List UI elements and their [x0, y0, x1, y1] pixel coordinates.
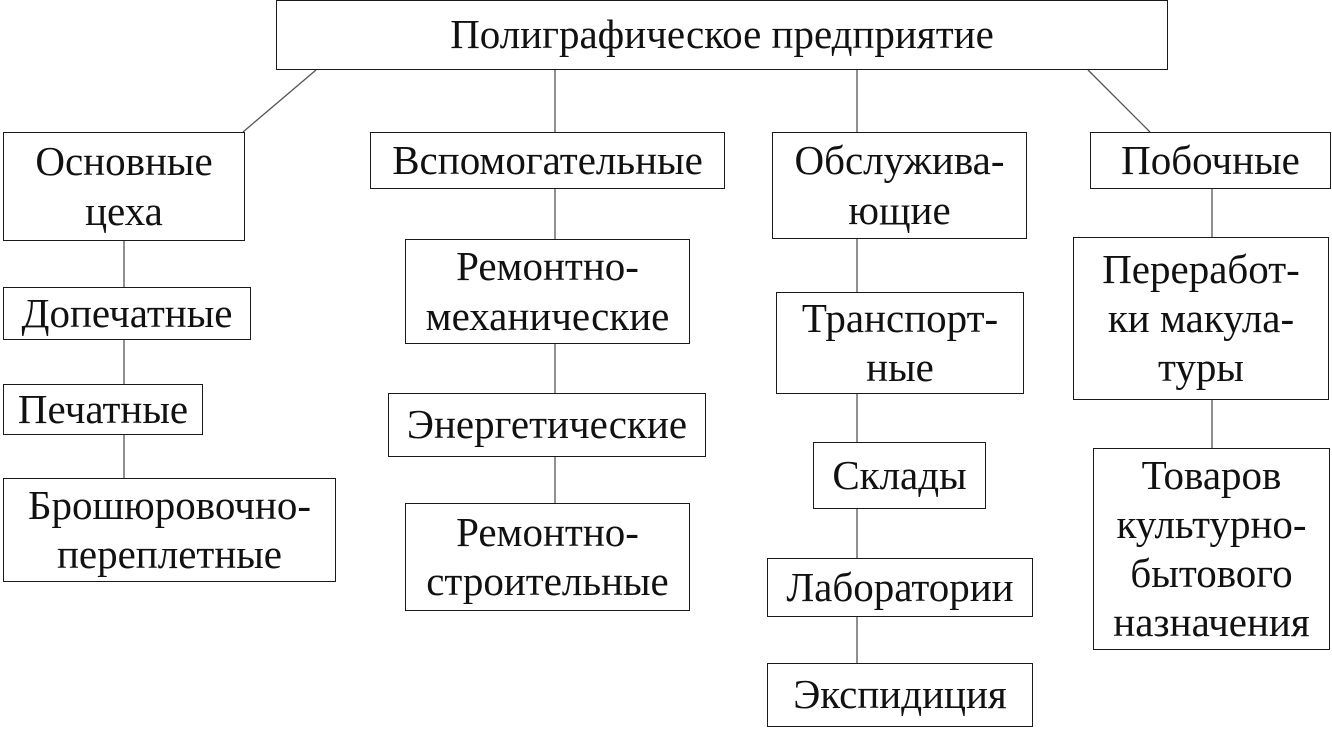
col1-item-1-label: Допечатные	[21, 289, 233, 336]
col4-header: Побочные	[1090, 132, 1331, 189]
col3-item-1-label: Транспорт- ные	[801, 294, 999, 390]
col4-header-label: Побочные	[1121, 136, 1300, 183]
col1-item-2: Печатные	[3, 384, 203, 435]
col3-header-label: Обслужива- ющие	[794, 137, 1005, 233]
col1-header: Основные цеха	[3, 132, 245, 241]
col4-item-2: Товаров культурно- бытового назначения	[1093, 448, 1330, 650]
col2-item-2: Энергетические	[388, 393, 706, 457]
col1-item-3-label: Брошюровочно- переплетные	[28, 481, 311, 577]
col1-item-1: Допечатные	[3, 287, 251, 340]
col2-item-1-label: Ремонтно- механические	[425, 243, 670, 339]
col1-item-2-label: Печатные	[17, 385, 189, 432]
col3-item-2: Склады	[813, 442, 986, 509]
col3-item-3: Лаборатории	[767, 558, 1033, 617]
col3-item-3-label: Лаборатории	[786, 563, 1014, 610]
col1-header-label: Основные цеха	[35, 138, 213, 234]
col4-item-2-label: Товаров культурно- бытового назначения	[1113, 451, 1310, 646]
col3-item-4-label: Экспидиция	[793, 671, 1007, 718]
col2-item-3: Ремонтно- строительные	[405, 503, 690, 611]
col4-item-1: Переработ- ки макула- туры	[1073, 237, 1329, 400]
col1-item-3: Брошюровочно- переплетные	[3, 478, 336, 582]
col2-header-label: Вспомогательные	[392, 136, 703, 183]
connector-root-col4	[1087, 69, 1151, 133]
col2-item-1: Ремонтно- механические	[405, 239, 690, 344]
col3-header: Обслужива- ющие	[772, 132, 1027, 239]
connector-root-col1	[242, 69, 317, 133]
col3-item-4: Экспидиция	[767, 663, 1033, 727]
root-node: Полиграфическое предприятие	[276, 0, 1168, 70]
col3-item-2-label: Склады	[832, 451, 967, 498]
col4-item-1-label: Переработ- ки макула- туры	[1102, 245, 1300, 391]
col2-item-3-label: Ремонтно- строительные	[426, 508, 669, 604]
root-node-label: Полиграфическое предприятие	[450, 11, 994, 58]
col2-item-2-label: Энергетические	[406, 401, 688, 448]
col3-item-1: Транспорт- ные	[776, 292, 1024, 394]
col2-header: Вспомогательные	[370, 132, 725, 189]
